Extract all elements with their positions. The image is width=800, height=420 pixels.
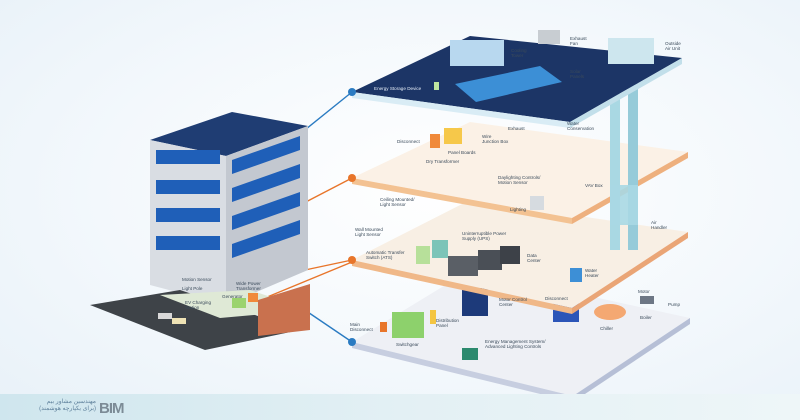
upper-node xyxy=(348,174,356,182)
label-daylighting-controls: Daylighting Controls/ Motion Sensor xyxy=(498,175,541,186)
label-distribution-panel: Distribution Panel xyxy=(436,318,459,329)
cooling-tower xyxy=(450,40,504,66)
footer-persian-line1: مهندسین مشاور بیم xyxy=(46,399,96,405)
label-ev-charging: EV Charging Station xyxy=(185,300,212,311)
label-lighting: Lighting xyxy=(510,207,527,212)
label-disconnect-basement: Disconnect xyxy=(545,296,568,301)
label-wide-power: Wide Power Transformer xyxy=(236,281,261,292)
transformer xyxy=(248,293,258,302)
ems-desk xyxy=(462,348,478,360)
footer-company-name: مهندسین مشاور بیم (برای یکپارچه هوشمند) xyxy=(20,399,96,413)
panel-boards xyxy=(444,128,462,144)
label-wire-junction-box: Wire Junction Box xyxy=(482,134,509,145)
water-heater xyxy=(570,268,582,282)
label-pump: Pump xyxy=(668,302,681,307)
label-panel-boards: Panel Boards xyxy=(448,150,476,155)
label-air-handler: Air Handler xyxy=(651,220,668,231)
label-vav-box: VAV Box xyxy=(585,183,603,188)
dry-transformer xyxy=(430,134,440,148)
roof-node xyxy=(348,88,356,96)
bim-logo: BIM xyxy=(99,400,124,417)
connector-middle-2 xyxy=(259,261,353,301)
footer-persian-line2: (برای یکپارچه هوشمند) xyxy=(39,406,96,412)
label-water-conservation: Water Conservation xyxy=(567,121,595,132)
label-motor-control-center: Motor Control Center xyxy=(499,297,527,308)
middle-node xyxy=(348,256,356,264)
label-chiller: Chiller xyxy=(600,326,614,331)
label-water-heater: Water Heater xyxy=(585,268,599,279)
main-disconnect xyxy=(380,322,387,332)
label-ats: Automatic Transfer Switch (ATS) xyxy=(366,250,405,261)
generator xyxy=(232,298,246,308)
data-center-rack-2 xyxy=(478,250,502,270)
label-disconnect-upper: Disconnect xyxy=(397,139,420,144)
label-exhaust-fan: Exhaust Fan xyxy=(570,36,587,47)
parking-lot xyxy=(90,290,300,350)
label-outside-air-unit: Outside Air Unit xyxy=(665,41,681,52)
label-cooling-tower: Cooling Tower xyxy=(511,48,527,59)
parked-car xyxy=(158,313,172,319)
label-main-disconnect: Main Disconnect xyxy=(350,322,373,333)
label-data-center: Data Center xyxy=(527,253,541,264)
roof-level xyxy=(348,30,682,128)
office-building xyxy=(90,112,310,350)
lighting-fixture xyxy=(530,196,544,210)
exhaust-fan xyxy=(538,30,560,44)
middle-floor xyxy=(348,200,688,314)
label-ups: Uninterruptible Power Supply (UPS) xyxy=(462,231,507,242)
label-energy-storage: Energy Storage Device xyxy=(374,86,422,91)
label-dry-transformer: Dry Transformer xyxy=(426,159,460,164)
connector-middle xyxy=(304,259,353,271)
solar-panels xyxy=(455,66,562,102)
switchgear xyxy=(392,312,424,338)
label-solar-panels: Solar Panels xyxy=(570,69,585,80)
pump xyxy=(640,296,654,304)
data-center-rack-1 xyxy=(448,256,478,276)
label-wall-light-sensor: Wall Mounted Light Sensor xyxy=(355,227,383,238)
label-generator: Generator xyxy=(222,294,243,299)
energy-storage-device xyxy=(434,82,439,90)
brick-wall xyxy=(258,284,310,336)
ev-car xyxy=(172,318,186,324)
label-motion-sensor: Motion Sensor xyxy=(182,277,212,282)
boiler xyxy=(594,304,626,320)
distribution-panel xyxy=(430,310,436,324)
label-motor: Motor xyxy=(638,289,650,294)
label-ceiling-light-sensor: Ceiling Mounted/ Light Sensor xyxy=(380,197,415,208)
data-center-rack-3 xyxy=(500,246,520,264)
label-light-pole: Light Pole xyxy=(182,286,203,291)
footer-bar: مهندسین مشاور بیم (برای یکپارچه هوشمند) … xyxy=(0,394,800,420)
label-ems: Energy Management System/ Advanced Light… xyxy=(485,339,546,350)
label-exhaust: Exhaust xyxy=(508,126,525,131)
outside-air-unit xyxy=(608,38,654,64)
label-boiler: Boiler xyxy=(640,315,652,320)
basement-node xyxy=(348,338,356,346)
ups-cabinet xyxy=(432,240,448,258)
label-switchgear: Switchgear xyxy=(396,342,419,347)
hvac-ducts xyxy=(610,60,638,250)
ats-cabinet xyxy=(416,246,430,264)
connector-upper xyxy=(299,177,353,206)
